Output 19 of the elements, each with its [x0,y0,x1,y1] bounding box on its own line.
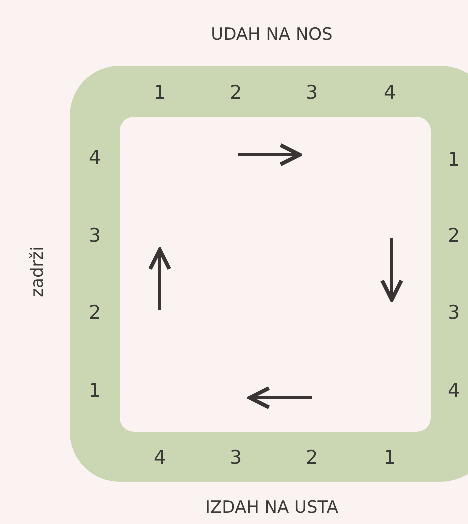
count-number: 3 [306,82,318,104]
count-number: 3 [230,447,242,469]
side-label: zadrži [28,246,48,298]
count-number: 1 [448,149,460,171]
count-number: 1 [88,380,102,402]
count-number: 4 [448,380,460,402]
count-number: 1 [154,82,166,104]
heading: UDAH NA NOS [211,25,333,45]
count-number: 1 [384,447,396,469]
count-number: 2 [448,225,460,247]
heading: IZDAH NA USTA [206,498,338,518]
count-number: 3 [88,225,102,247]
count-number: 4 [384,82,396,104]
count-number: 4 [154,447,166,469]
count-number: 2 [230,82,242,104]
count-number: 2 [306,447,318,469]
count-number: 2 [88,302,102,324]
count-number: 4 [88,147,102,169]
count-number: 3 [448,302,460,324]
